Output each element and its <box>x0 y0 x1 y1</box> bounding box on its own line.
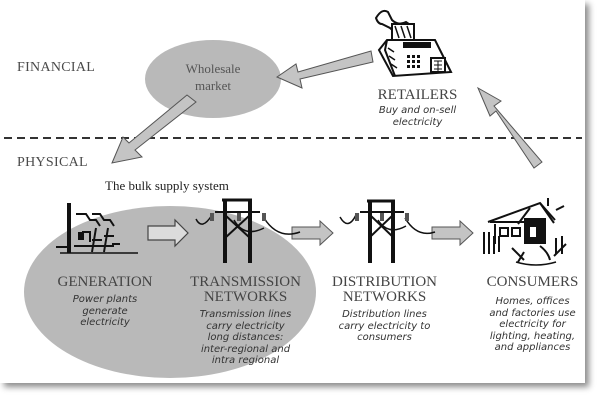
node-desc-line: intra regional <box>211 355 280 366</box>
node-distribution: DISTRIBUTION NETWORKS Distribution lines… <box>327 275 442 344</box>
arrow-transmission-to-distribution <box>291 219 334 247</box>
node-title-line: NETWORKS <box>203 289 288 305</box>
arrow-wholesale-to-physical <box>111 94 197 164</box>
node-consumers-title: CONSUMERS <box>486 274 579 290</box>
node-title-line: TRANSMISSION <box>190 274 301 290</box>
distribution-tower-icon <box>339 199 436 263</box>
bulk-supply-label: The bulk supply system <box>105 178 229 193</box>
node-desc-line: and factories use <box>489 307 576 319</box>
retailers-title: RETAILERS <box>377 87 458 103</box>
node-title-line: DISTRIBUTION <box>332 274 437 290</box>
node-title-line: NETWORKS <box>342 289 427 305</box>
node-desc-line: generate <box>82 305 128 317</box>
node-consumers: CONSUMERS Homes, offices and factories u… <box>480 275 585 354</box>
node-transmission-desc: Transmission lines carry electricity lon… <box>188 309 303 367</box>
transmission-tower-icon <box>195 198 301 263</box>
node-desc-line: carry electricity to <box>338 320 431 332</box>
wholesale-market-label: Wholesale market <box>168 60 258 94</box>
arrow-generation-to-transmission <box>147 218 189 248</box>
node-desc-line: Distribution lines <box>342 309 427 320</box>
node-desc-line: Transmission lines <box>199 309 292 320</box>
retailers-desc-line: electricity <box>392 116 443 128</box>
node-distribution-desc: Distribution lines carry electricity to … <box>327 309 442 344</box>
node-generation: GENERATION Power plants generate electri… <box>50 275 160 329</box>
arrow-distribution-to-consumers <box>431 219 474 247</box>
wholesale-market-line1: Wholesale <box>185 61 241 76</box>
retailers-desc-line: Buy and on-sell <box>378 105 457 116</box>
node-desc-line: Homes, offices <box>495 296 570 307</box>
node-consumers-desc: Homes, offices and factories use electri… <box>480 296 585 354</box>
node-transmission-title: TRANSMISSION NETWORKS <box>188 275 303 305</box>
arrow-consumers-to-retailers <box>476 86 543 169</box>
fax-machine-icon <box>374 9 453 78</box>
node-desc-line: electricity for <box>499 319 566 330</box>
node-generation-desc: Power plants generate electricity <box>50 294 160 329</box>
section-label-physical: PHYSICAL <box>17 155 88 170</box>
wholesale-market-line2: market <box>194 78 232 93</box>
node-desc-line: lighting, heating, <box>489 330 576 342</box>
retailers-desc: Buy and on-sell electricity <box>370 105 465 128</box>
node-desc-line: electricity <box>80 317 130 328</box>
node-distribution-title: DISTRIBUTION NETWORKS <box>327 275 442 305</box>
node-desc-line: Power plants <box>72 294 138 305</box>
arrow-retailers-to-wholesale <box>275 50 374 89</box>
bulk-supply-ellipse <box>24 206 316 378</box>
wholesale-market-ellipse <box>145 40 281 118</box>
house-icon <box>483 198 567 266</box>
node-desc-line: carry electricity <box>206 320 285 332</box>
node-desc-line: long distances: <box>207 332 284 343</box>
node-generation-title: GENERATION <box>57 274 153 290</box>
section-label-financial: FINANCIAL <box>17 60 96 75</box>
retailers-block: RETAILERS Buy and on-sell electricity <box>370 88 465 128</box>
node-desc-line: consumers <box>357 332 412 343</box>
node-desc-line: and appliances <box>494 342 571 353</box>
node-desc-line: inter-regional and <box>200 343 291 355</box>
power-plant-icon <box>56 203 138 254</box>
node-transmission: TRANSMISSION NETWORKS Transmission lines… <box>188 275 303 367</box>
